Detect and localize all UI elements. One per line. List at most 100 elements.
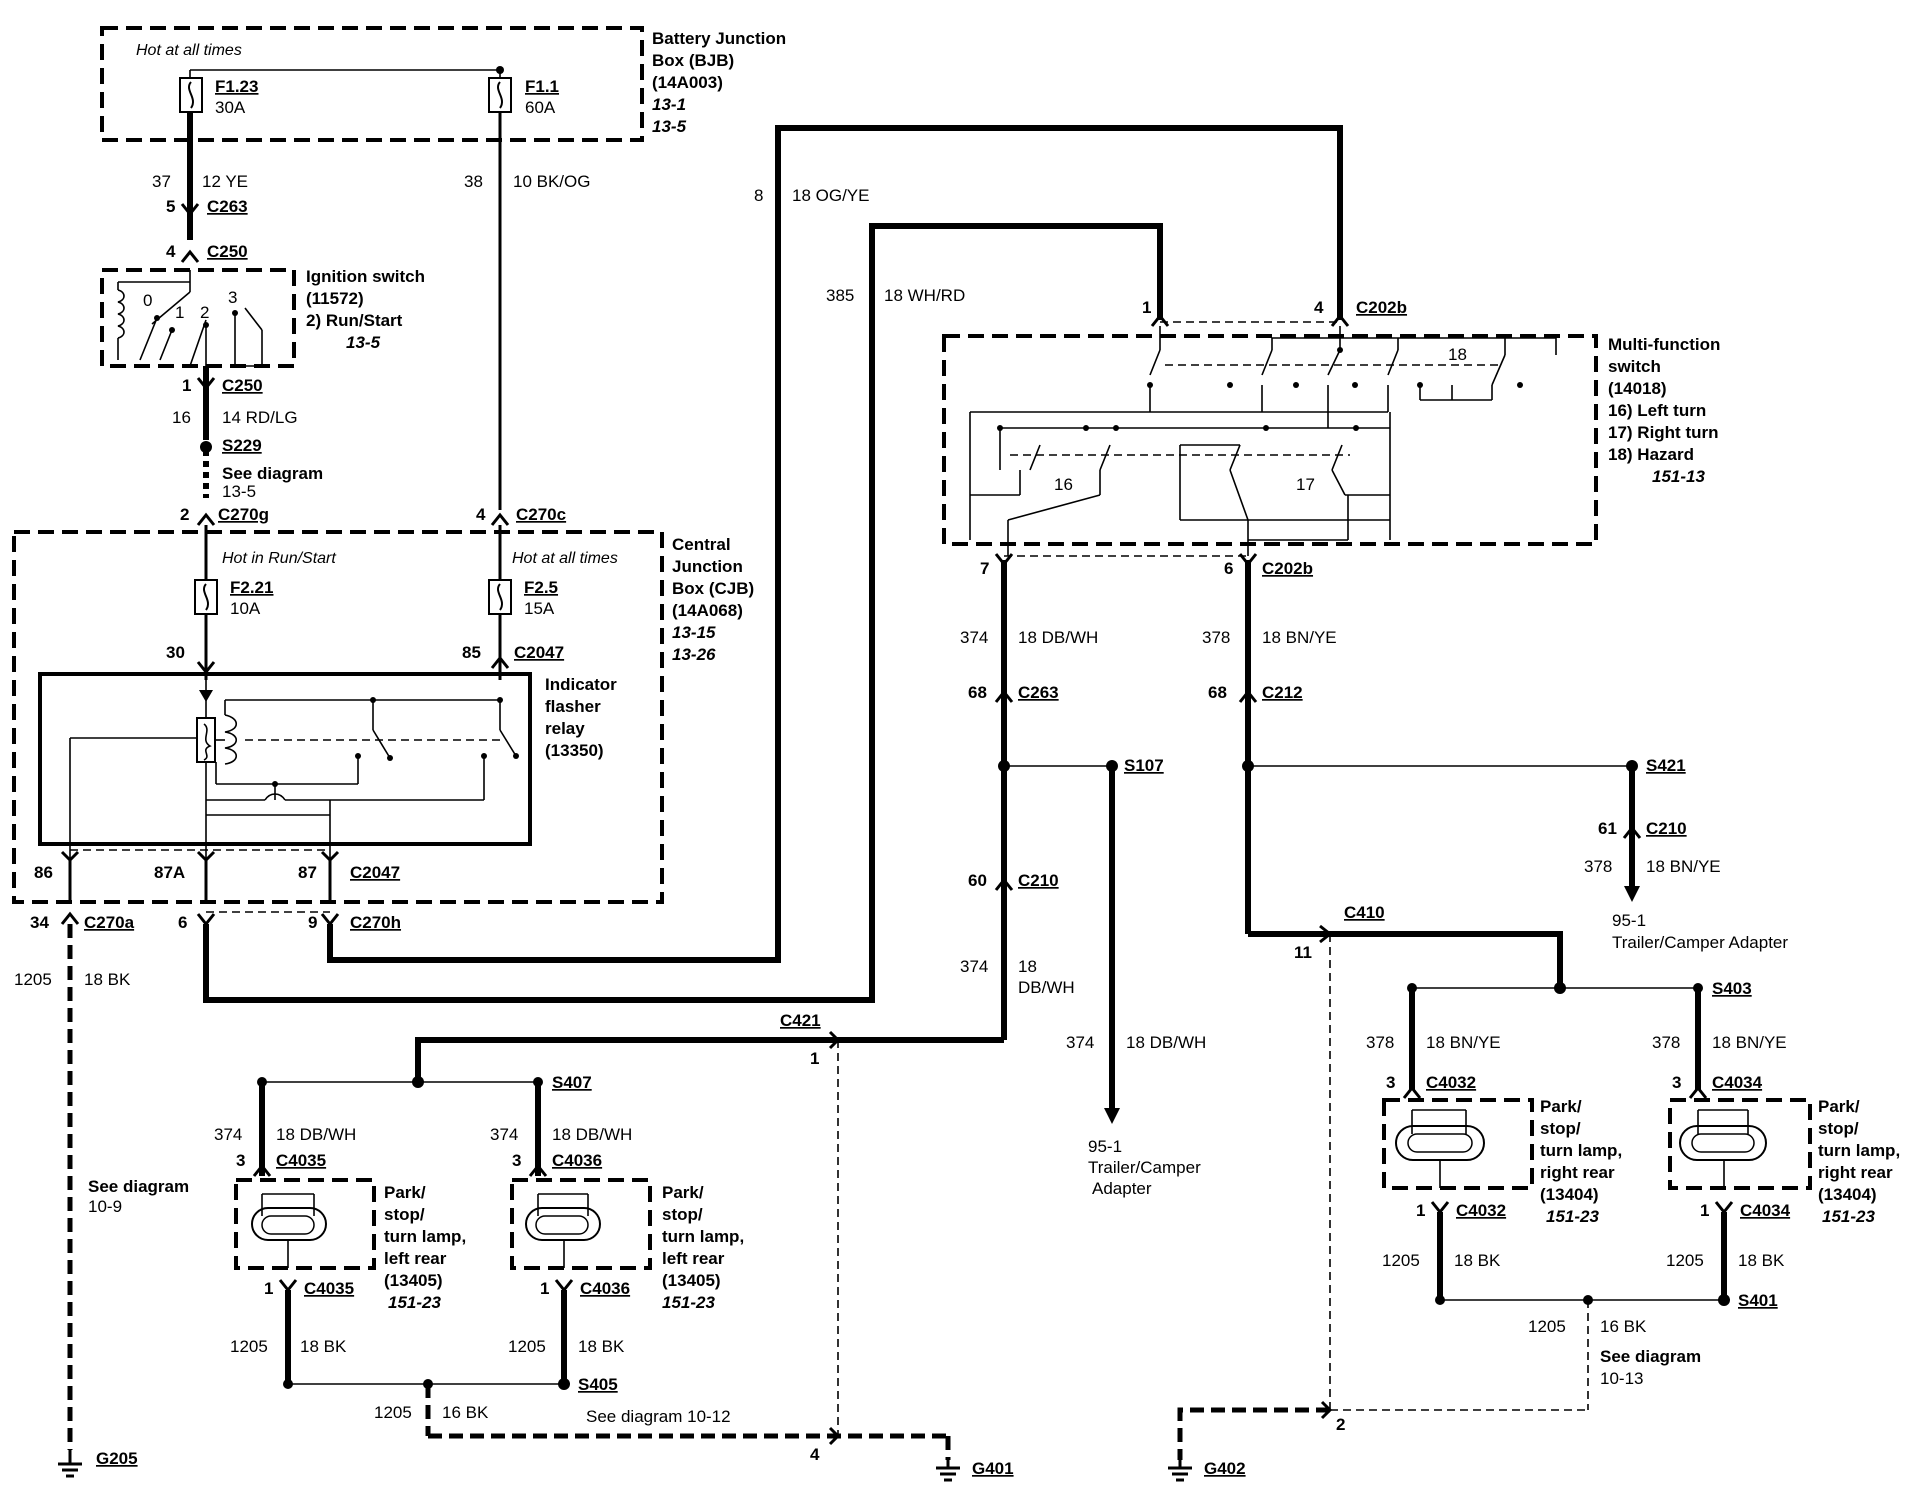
lamps-rr1-1-label: stop/ — [1540, 1119, 1581, 1138]
wires-w37g-label: 12 YE — [202, 172, 248, 191]
connectors-s403-label: S403 — [1712, 979, 1752, 998]
notes-see1-label: See diagram — [222, 464, 323, 483]
wires-w378dg-label: 18 BN/YE — [1712, 1033, 1787, 1052]
notes-see2-label: See diagram — [88, 1177, 189, 1196]
wires-w374e-label: 374 — [490, 1125, 518, 1144]
wires-w1205f-label: 1205 — [1666, 1251, 1704, 1270]
wires-w1205b-label: 1205 — [230, 1337, 268, 1356]
notes-see4-label: See diagram — [1600, 1347, 1701, 1366]
mfs-modes-0-label: 16) Left turn — [1608, 401, 1706, 420]
wires-w16g-label: 14 RD/LG — [222, 408, 298, 427]
connectors-c4032-label: C4032 — [1426, 1073, 1476, 1092]
connectors-c2047a-pin30-label: 30 — [166, 643, 185, 662]
wires-w1205cg-label: 18 BK — [578, 1337, 625, 1356]
connectors-c421-pin4-label: 4 — [810, 1445, 820, 1464]
mfs-inner-2-label: 18 — [1448, 345, 1467, 364]
ignition-positions-1-label: 1 — [175, 303, 184, 322]
connectors-c2047a-label: C2047 — [514, 643, 564, 662]
wires-w38-label: 38 — [464, 172, 483, 191]
notes-see1ref-label: 13-5 — [222, 482, 256, 501]
wires-w8g-label: 18 OG/YE — [792, 186, 869, 205]
connectors-g205-label: G205 — [96, 1449, 138, 1468]
wires-w374ag-label: 18 DB/WH — [1018, 628, 1098, 647]
connectors-c421-pin1-label: 1 — [810, 1049, 819, 1068]
connectors-c250b-pin-label: 1 — [182, 376, 191, 395]
lamps-rr2-0-label: Park/ — [1818, 1097, 1860, 1116]
lamps-rr1-0-label: Park/ — [1540, 1097, 1582, 1116]
lamps-rr2-3-label: right rear — [1818, 1163, 1893, 1182]
mfs-title-1-label: switch — [1608, 357, 1661, 376]
connectors-c270h-pin6-label: 6 — [178, 913, 187, 932]
connectors-g401-label: G401 — [972, 1459, 1014, 1478]
bjb-ref-2: 13-5 — [652, 117, 687, 136]
connectors-c210b-label: C210 — [1018, 871, 1059, 890]
notes-see3-label: See diagram 10-12 — [586, 1407, 731, 1426]
wires-w374dg-label: 18 DB/WH — [276, 1125, 356, 1144]
connectors-c270c-label: C270c — [516, 505, 566, 524]
connectors-c270g-pin-label: 2 — [180, 505, 189, 524]
connectors-c410-label: C410 — [1344, 903, 1385, 922]
relay-title-3-label: (13350) — [545, 741, 604, 760]
wires-w1205c-label: 1205 — [508, 1337, 546, 1356]
switch-contacts: 16 17 18 — [969, 326, 1557, 541]
connectors-c263b-pin-label: 68 — [968, 683, 987, 702]
fuse-icon — [194, 579, 218, 615]
wires-w16-label: 16 — [172, 408, 191, 427]
connectors-pin87a-label: 87A — [154, 863, 185, 882]
connectors-c263a-label: C263 — [207, 197, 248, 216]
lamp-right-rear-2: Park/ stop/ turn lamp, right rear (13404… — [1668, 1097, 1900, 1226]
cjb-fuse2-rating-label: 15A — [524, 599, 555, 618]
connectors-c4035-label: C4035 — [276, 1151, 326, 1170]
cjb-title-2-label: Box (CJB) — [672, 579, 754, 598]
cjb-note-left-label: Hot in Run/Start — [222, 550, 336, 567]
lamps-rr2-2-label: turn lamp, — [1818, 1141, 1900, 1160]
connectors-c263a-pin-label: 5 — [166, 197, 175, 216]
connectors-c4032-pin3-label: 3 — [1386, 1073, 1395, 1092]
fuse-icon — [488, 77, 512, 113]
flasher-relay-internals — [69, 680, 519, 860]
lamps-rr1-4-label: (13404) — [1540, 1185, 1599, 1204]
cjb-title-0-label: Central — [672, 535, 731, 554]
connectors-c202b-pin1-label: 1 — [1142, 298, 1151, 317]
wires-w1205eg-label: 18 BK — [1454, 1251, 1501, 1270]
lamp-right-rear-1: Park/ stop/ turn lamp, right rear (13404… — [1382, 1097, 1622, 1226]
wires-w385g-label: 18 WH/RD — [884, 286, 965, 305]
lamps-rr2-1-label: stop/ — [1818, 1119, 1859, 1138]
connectors-s405-label: S405 — [578, 1375, 618, 1394]
connectors-c4036-label: C4036 — [552, 1151, 602, 1170]
cjb-title-3-label: (14A068) — [672, 601, 743, 620]
connectors-c410-pin-label: 11 — [1294, 943, 1312, 962]
connectors-s229-label: S229 — [222, 436, 262, 455]
ground-icon — [1168, 1460, 1192, 1482]
lamps-lr1ref-label: 151-23 — [388, 1293, 441, 1312]
connectors-c4034-pin3-label: 3 — [1672, 1073, 1681, 1092]
lamps-rr1-2-label: turn lamp, — [1540, 1141, 1622, 1160]
connectors-pin86-label: 86 — [34, 863, 53, 882]
fuse-icon — [488, 579, 512, 615]
lamp-left-rear-1: Park/ stop/ turn lamp, left rear (13405)… — [234, 1178, 466, 1312]
wires-w374b-label: 374 — [960, 957, 988, 976]
bjb-note: Hot at all times — [136, 42, 242, 59]
wires-w374cg-label: 18 DB/WH — [1126, 1033, 1206, 1052]
fuse-f1-1-id: F1.1 — [525, 77, 559, 96]
connectors-c202b-pin4-label: 4 — [1314, 298, 1324, 317]
connectors-c212-label: C212 — [1262, 683, 1303, 702]
mfs-ref-label: 151-13 — [1652, 467, 1705, 486]
connectors-c263b-label: C263 — [1018, 683, 1059, 702]
connectors-c202b-pin6-label: 6 — [1224, 559, 1233, 578]
connectors-c410-pin2-label: 2 — [1336, 1415, 1345, 1434]
lamps-lr1-0-label: Park/ — [384, 1183, 426, 1202]
wires-w1205fg-label: 18 BK — [1738, 1251, 1785, 1270]
connectors-c210a-pin-label: 61 — [1598, 819, 1617, 838]
ground-icon — [936, 1460, 960, 1482]
connectors-c270h-pin9-label: 9 — [308, 913, 317, 932]
fuse-icon — [179, 77, 203, 113]
connectors-s421-label: S421 — [1646, 756, 1686, 775]
bulb-icon — [1395, 1109, 1485, 1188]
connectors-c270h-label: C270h — [350, 913, 401, 932]
wires-w38g-label: 10 BK/OG — [513, 172, 590, 191]
connectors-c2047b-label: C2047 — [350, 863, 400, 882]
connectors-s407-label: S407 — [552, 1073, 592, 1092]
lamps-lr2-4-label: (13405) — [662, 1271, 721, 1290]
mfs-inner-1-label: 17 — [1296, 475, 1315, 494]
